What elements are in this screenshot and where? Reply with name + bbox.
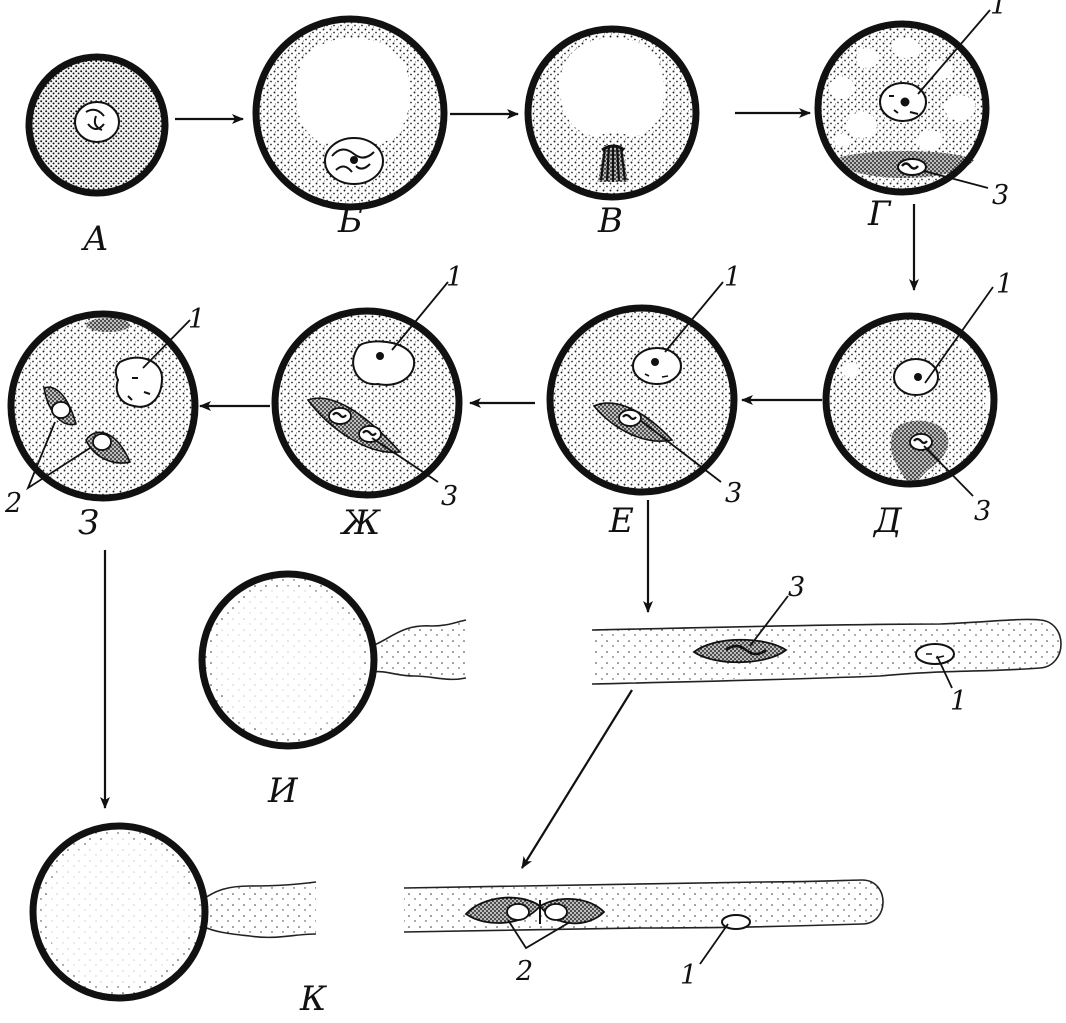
callout-z-1: 1 [188,304,205,335]
stage-e-pollen [550,308,734,492]
stage-label-k: К [299,979,328,1019]
stage-label-v: В [597,201,623,241]
stage-label-e: Е [608,501,634,541]
stage-zh-pollen [275,311,459,495]
stage-label-d: Д [872,501,903,541]
generative-cell-g [898,159,926,175]
callout-tube-1: 1 [950,686,967,717]
callout-zh-3: 3 [441,481,458,512]
stage-label-a: А [81,219,109,259]
callout-z-2: 2 [4,488,22,519]
stage-label-zh: Ж [339,503,381,543]
callout-lower-2: 2 [515,956,533,987]
vegetative-nucleus-zh [353,341,414,384]
stage-v-mitosis [528,29,696,197]
stage-label-b: Б [337,201,363,241]
stage-label-g: Г [867,194,892,234]
stage-d-pollen [826,316,995,484]
stage-a-microspore [29,57,165,193]
stage-label-z: З [78,503,99,543]
vegetative-nucleus-d [894,359,938,395]
arrow-tube-to-lower [522,690,632,868]
microspore-nucleus [75,102,119,142]
mitotic-spindle [598,145,628,182]
callout-g-3: 3 [992,180,1009,211]
stage-b-vacuolated-microspore [256,19,444,207]
callout-d-3: 3 [974,496,991,527]
vegetative-nucleus-e [633,348,681,384]
pollen-tube-upper [592,619,1061,684]
vegetative-nucleus-z [116,358,162,407]
microspore-nucleus-b [325,138,383,184]
leader-lower-1 [700,924,728,964]
callout-e-3: 3 [725,478,742,509]
vegetative-nucleus-g [880,83,926,121]
stage-g-bicellular-pollen [818,24,986,192]
stage-label-i: И [267,771,299,811]
callout-zh-1: 1 [446,262,463,293]
stage-i-germinating-grain [202,574,466,746]
callout-tube-3: 3 [788,572,805,603]
callout-g-1: 1 [990,0,1007,21]
vegetative-nucleus-tube [916,644,954,664]
callout-d-1: 1 [996,269,1013,300]
stage-k-germinated-grain [33,826,316,998]
pollen-tube-lower [404,880,883,932]
callout-lower-1: 1 [680,960,697,991]
callout-e-1: 1 [724,262,741,293]
stage-z-tricellular-pollen [11,314,195,498]
